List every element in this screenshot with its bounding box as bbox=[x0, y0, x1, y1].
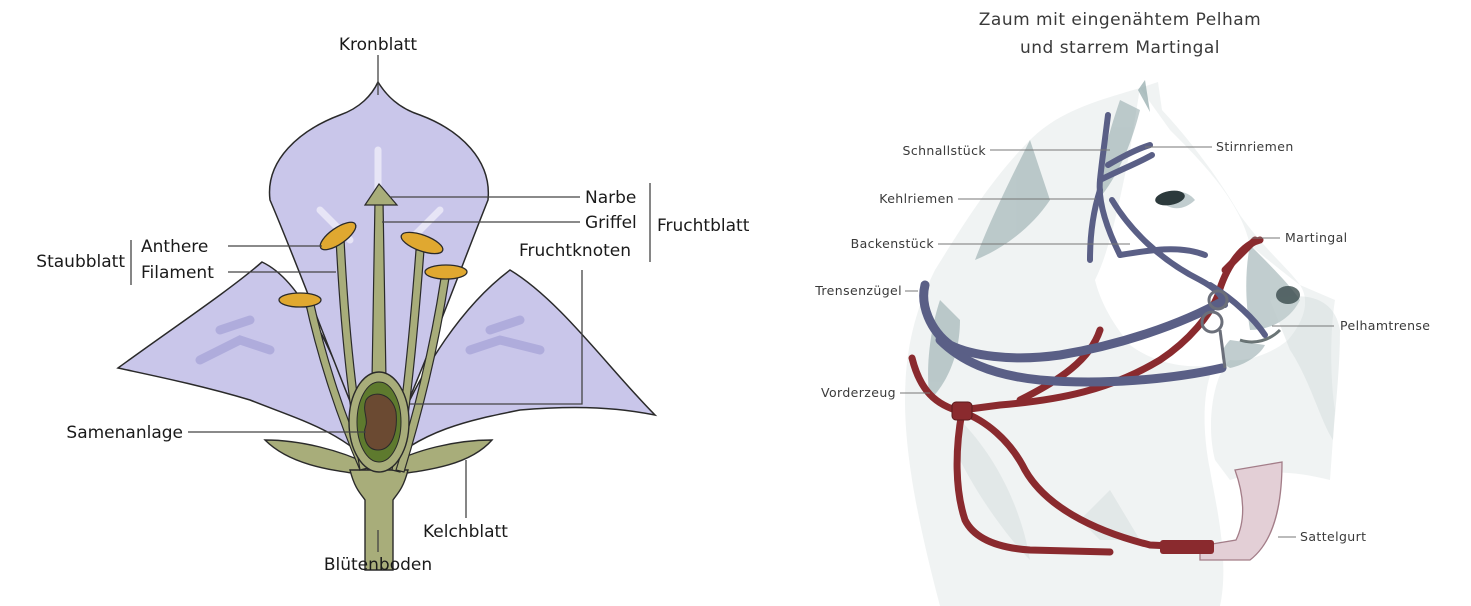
label-kehlriemen: Kehlriemen bbox=[879, 191, 954, 206]
label-sattelgurt: Sattelgurt bbox=[1300, 529, 1366, 544]
label-staubblatt: Staubblatt bbox=[36, 252, 125, 272]
horse-nostril bbox=[1276, 286, 1300, 304]
anther-1 bbox=[279, 293, 321, 307]
flower-diagram: Kronblatt Narbe Griffel Fruchtblatt Fruc… bbox=[36, 35, 749, 575]
label-anthere: Anthere bbox=[141, 237, 208, 257]
label-filament: Filament bbox=[141, 263, 214, 283]
label-martingal: Martingal bbox=[1285, 230, 1348, 245]
label-bluetenboden: Blütenboden bbox=[324, 555, 432, 575]
label-stirnriemen: Stirnriemen bbox=[1216, 139, 1294, 154]
label-fruchtblatt: Fruchtblatt bbox=[657, 216, 750, 236]
label-kronblatt: Kronblatt bbox=[339, 35, 418, 55]
label-pelhamtrense: Pelhamtrense bbox=[1340, 318, 1430, 333]
label-griffel: Griffel bbox=[585, 213, 637, 233]
anther-4 bbox=[425, 265, 467, 279]
label-samenanlage: Samenanlage bbox=[66, 423, 183, 443]
label-backenstueck: Backenstück bbox=[851, 236, 935, 251]
label-narbe: Narbe bbox=[585, 188, 636, 208]
horse-title-line2: und starrem Martingal bbox=[1020, 38, 1220, 58]
label-vorderzeug: Vorderzeug bbox=[821, 385, 896, 400]
horse-diagram: Zaum mit eingenähtem Pelham und starrem … bbox=[814, 10, 1430, 606]
horse-title-line1: Zaum mit eingenähtem Pelham bbox=[979, 10, 1262, 30]
breastplate-ring bbox=[952, 402, 972, 420]
style bbox=[372, 200, 386, 380]
ovule bbox=[365, 394, 397, 450]
label-kelchblatt: Kelchblatt bbox=[423, 522, 508, 542]
label-schnallstueck: Schnallstück bbox=[902, 143, 986, 158]
label-fruchtknoten: Fruchtknoten bbox=[519, 241, 631, 261]
label-trensenzuegel: Trensenzügel bbox=[814, 283, 902, 298]
